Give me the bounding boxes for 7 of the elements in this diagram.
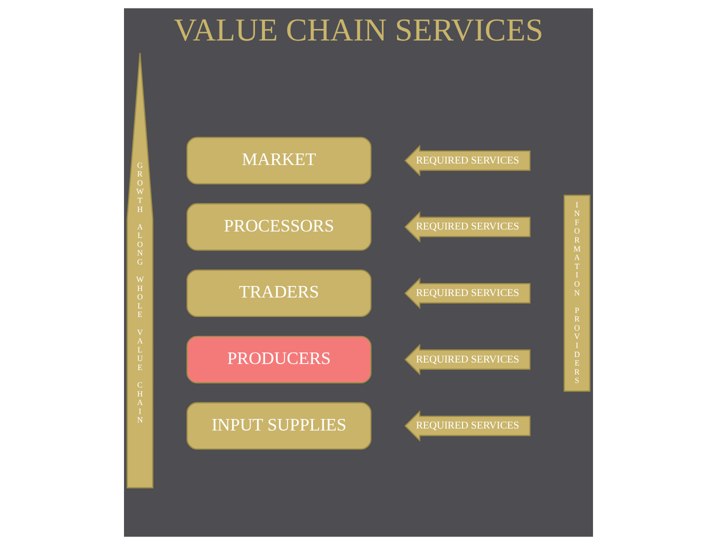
diagram-title: VALUE CHAIN SERVICES [173, 12, 543, 48]
node-box: PRODUCERS [186, 336, 371, 384]
node-box: PROCESSORS [186, 203, 371, 251]
node-box: MARKET [186, 136, 371, 184]
node-box: TRADERS [186, 270, 371, 318]
node-box: INFORMATION PROVIDERS [563, 194, 590, 392]
node-box: INPUT SUPPLIES [186, 402, 371, 450]
